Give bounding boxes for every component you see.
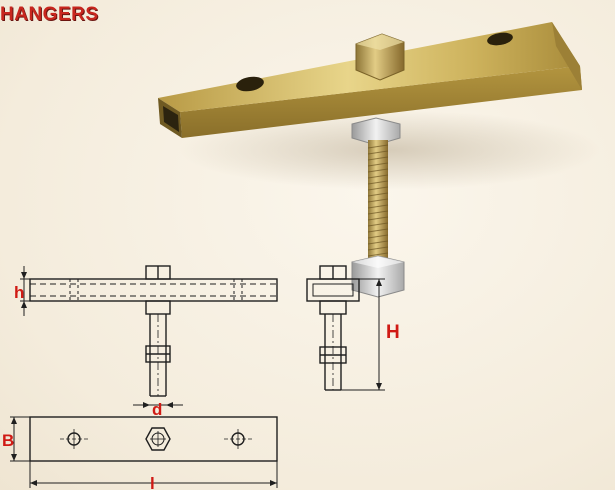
channel-front-face — [180, 66, 582, 138]
top-view-channel — [29, 416, 278, 462]
side-view-channel — [306, 278, 360, 302]
top-view-hex — [145, 427, 171, 451]
dim-label-B: B — [2, 431, 14, 450]
dim-label-H: H — [386, 322, 400, 343]
dim-label-h: h — [14, 283, 24, 302]
page-title: HANGERS — [0, 4, 99, 25]
front-view-channel — [29, 278, 278, 302]
dim-label-d: d — [152, 400, 162, 419]
photo-shadow — [180, 110, 600, 190]
upper-nut — [351, 117, 401, 146]
hole-left — [236, 76, 264, 92]
dim-label-L: l — [150, 474, 155, 490]
hole-right — [487, 32, 513, 46]
